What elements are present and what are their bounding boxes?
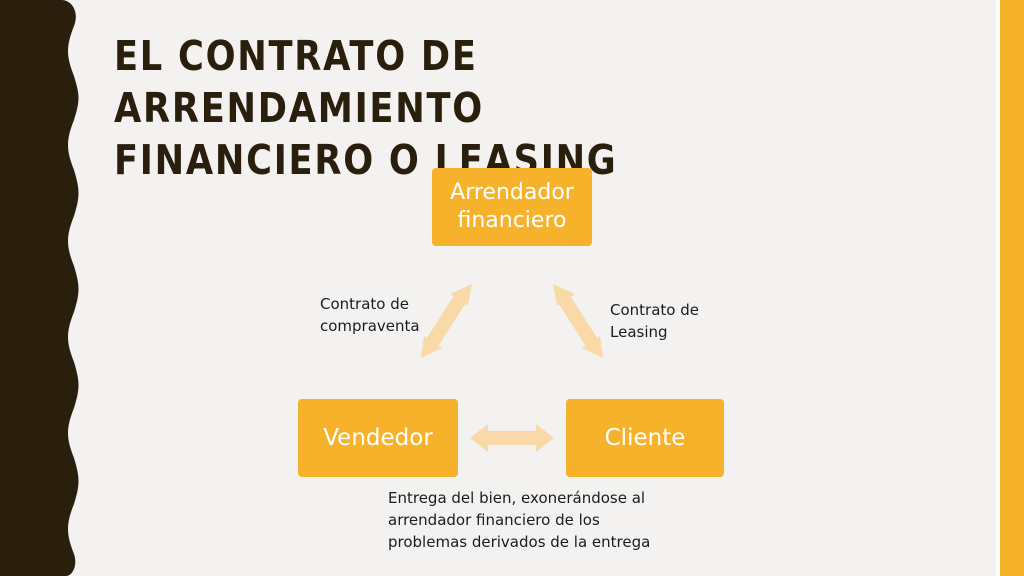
node-vendedor: Vendedor — [298, 399, 458, 477]
label-entrega-line-3: problemas derivados de la entrega — [388, 533, 651, 551]
node-arrendador-financiero: Arrendador financiero — [432, 168, 592, 246]
node-cliente-label: Cliente — [604, 425, 686, 451]
label-compraventa-line-1: Contrato de — [320, 295, 409, 313]
label-entrega-line-1: Entrega del bien, exonerándose al — [388, 489, 646, 507]
label-leasing-line-1: Contrato de — [610, 301, 699, 319]
label-compraventa-line-2: compraventa — [320, 317, 420, 335]
right-accent-stripe — [1000, 0, 1024, 576]
label-contrato-compraventa: Contrato de compraventa — [320, 293, 460, 337]
arrow-arrendador-cliente — [553, 284, 603, 358]
right-divider — [996, 0, 1000, 576]
wavy-left-band — [0, 0, 79, 576]
node-arrendador-line-2: financiero — [457, 208, 567, 233]
label-contrato-leasing: Contrato de Leasing — [610, 299, 750, 343]
arrow-vendedor-cliente — [470, 424, 554, 452]
slide-title: EL CONTRATO DE ARRENDAMIENTO FINANCIERO … — [114, 30, 854, 186]
node-arrendador-line-1: Arrendador — [450, 180, 574, 205]
title-line-1: EL CONTRATO DE ARRENDAMIENTO — [114, 32, 484, 132]
label-entrega-del-bien: Entrega del bien, exonerándose al arrend… — [388, 487, 728, 553]
node-cliente: Cliente — [566, 399, 724, 477]
node-vendedor-label: Vendedor — [323, 425, 433, 451]
label-entrega-line-2: arrendador financiero de los — [388, 511, 600, 529]
label-leasing-line-2: Leasing — [610, 323, 668, 341]
